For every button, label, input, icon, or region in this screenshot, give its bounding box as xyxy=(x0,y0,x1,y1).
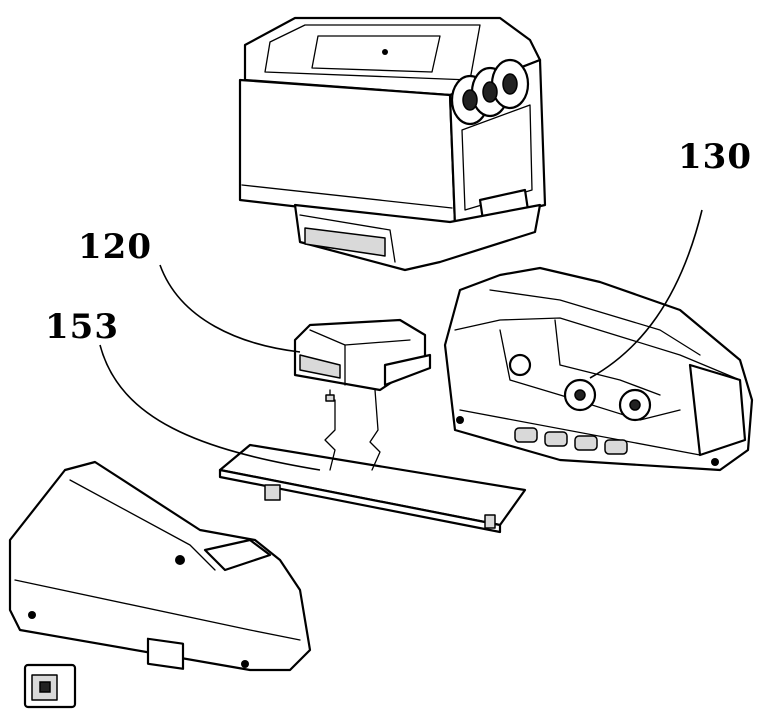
label-120: 120 xyxy=(78,227,152,267)
label-130: 130 xyxy=(678,137,752,177)
base-housing-130 xyxy=(445,268,752,470)
label-153: 153 xyxy=(45,307,119,347)
bracket-120 xyxy=(295,320,430,401)
top-housing xyxy=(240,18,545,270)
small-connector xyxy=(25,665,75,707)
leader-line-120 xyxy=(160,265,300,352)
